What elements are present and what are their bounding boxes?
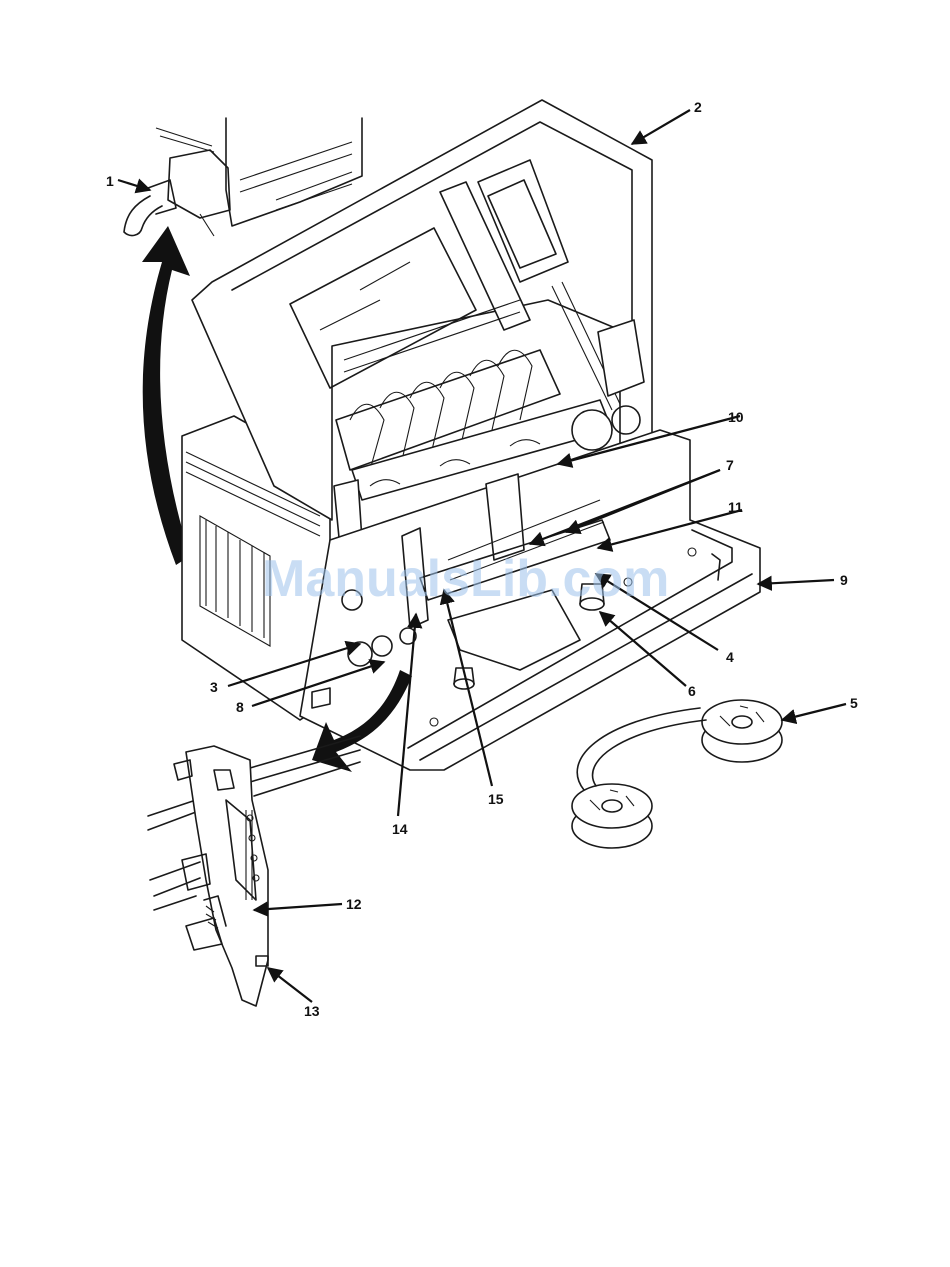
callout-5: 5 [850, 695, 858, 711]
callout-6: 6 [688, 683, 696, 699]
callout-13: 13 [304, 1003, 320, 1019]
callout-15: 15 [488, 791, 504, 807]
callout-11: 11 [728, 499, 743, 515]
callout-10: 10 [728, 409, 744, 425]
callout-4: 4 [726, 649, 734, 665]
callout-3: 3 [210, 679, 218, 695]
callout-9: 9 [840, 572, 848, 588]
printer-cabinet [182, 100, 760, 770]
print-head-detail [148, 736, 360, 1006]
callout-7: 7 [726, 457, 734, 473]
callout-2: 2 [694, 99, 702, 115]
callout-1: 1 [106, 173, 114, 189]
callout-12: 12 [346, 896, 362, 912]
callout-8: 8 [236, 699, 244, 715]
callout-14: 14 [392, 821, 408, 837]
ribbon-spools [572, 700, 782, 848]
watermark: ManualsLib.com [262, 550, 669, 608]
